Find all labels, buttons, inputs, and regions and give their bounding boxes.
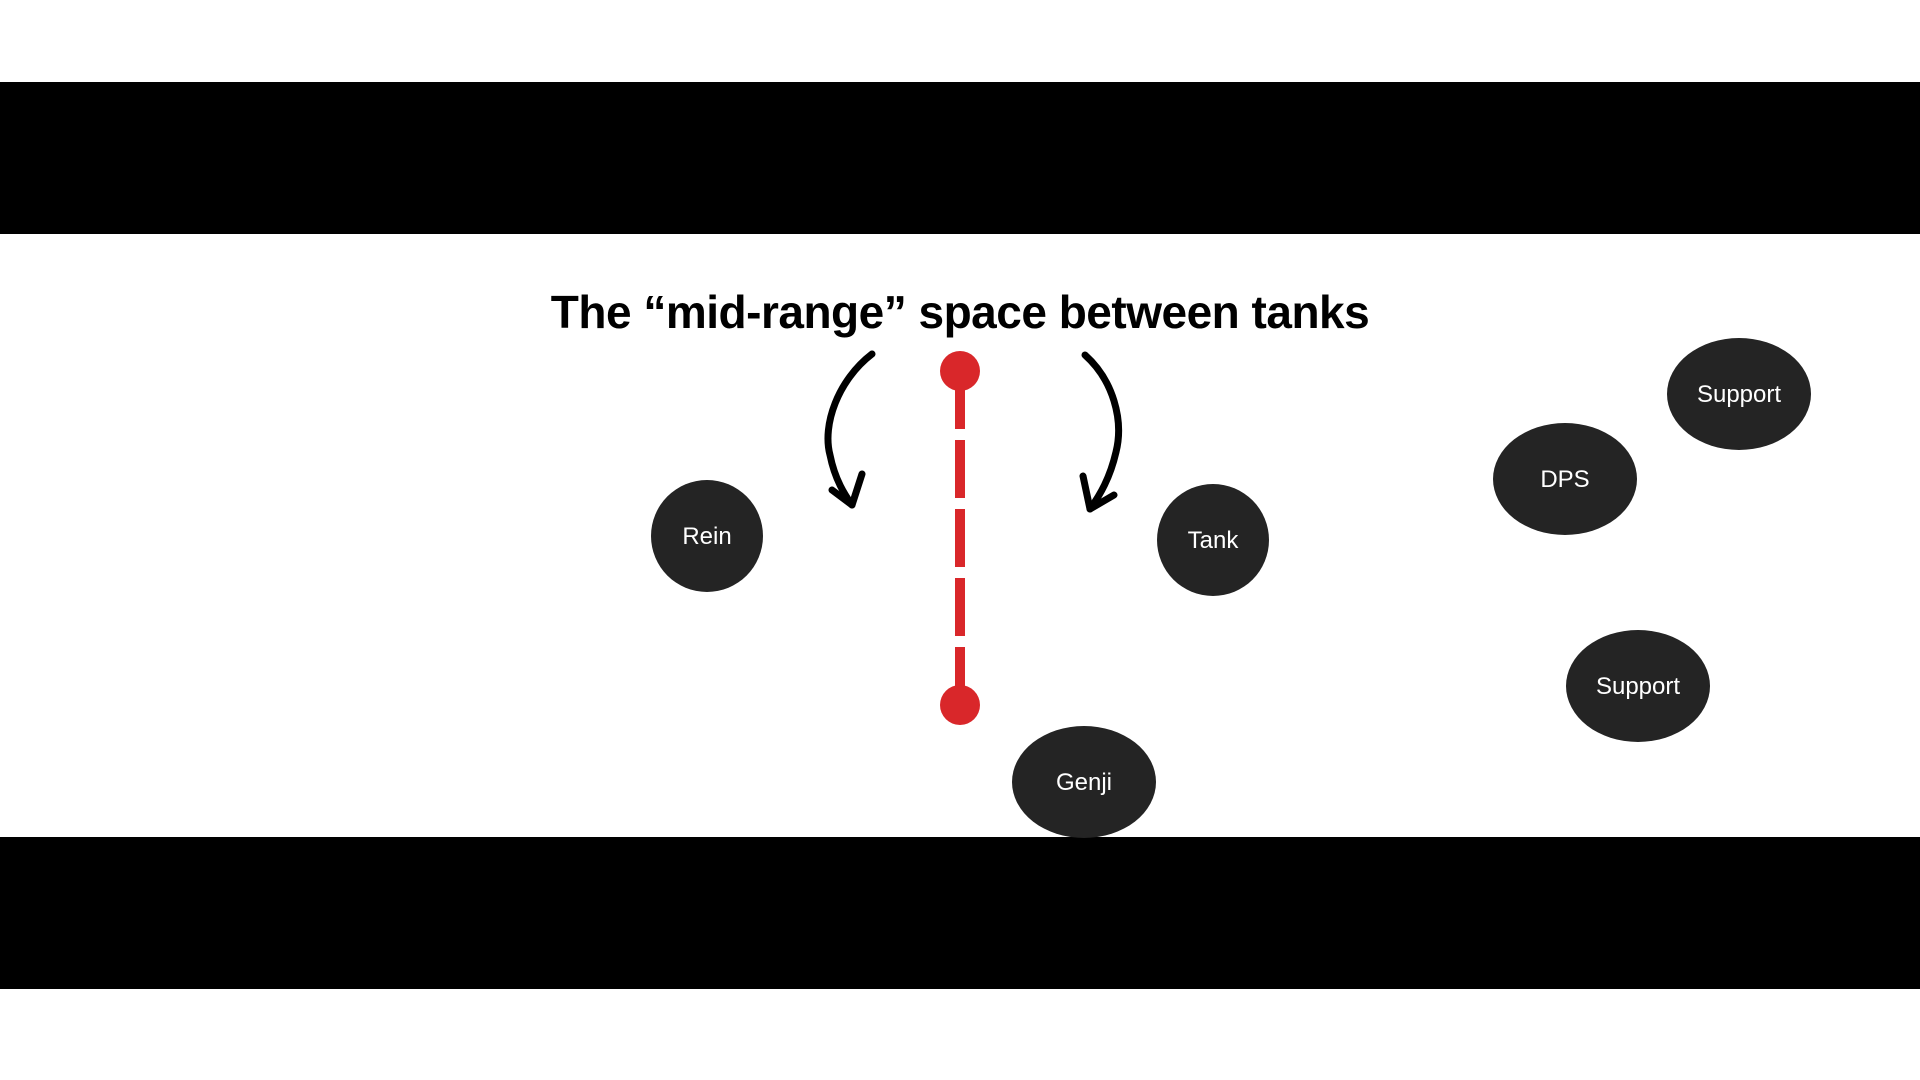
node-support-top: Support: [1667, 338, 1811, 450]
mid-range-marker: [940, 351, 980, 725]
curved-arrow-right-icon: [1079, 351, 1122, 513]
node-support-bottom: Support: [1566, 630, 1710, 742]
node-label: DPS: [1540, 466, 1589, 493]
node-rein: Rein: [651, 480, 763, 592]
bottom-letterbox-band: [0, 837, 1920, 989]
node-label: Rein: [682, 523, 731, 550]
node-label: Tank: [1188, 527, 1240, 554]
node-genji: Genji: [1012, 726, 1156, 838]
top-letterbox-band: [0, 82, 1920, 234]
range-endpoint-bottom: [940, 685, 980, 725]
diagram-title: The “mid-range” space between tanks: [550, 286, 1370, 338]
node-label: Support: [1697, 381, 1781, 408]
node-tank: Tank: [1157, 484, 1269, 596]
range-endpoint-top: [940, 351, 980, 391]
node-label: Genji: [1056, 769, 1112, 796]
node-dps: DPS: [1493, 423, 1637, 535]
curved-arrow-left-icon: [824, 350, 876, 509]
node-label: Support: [1596, 673, 1680, 700]
